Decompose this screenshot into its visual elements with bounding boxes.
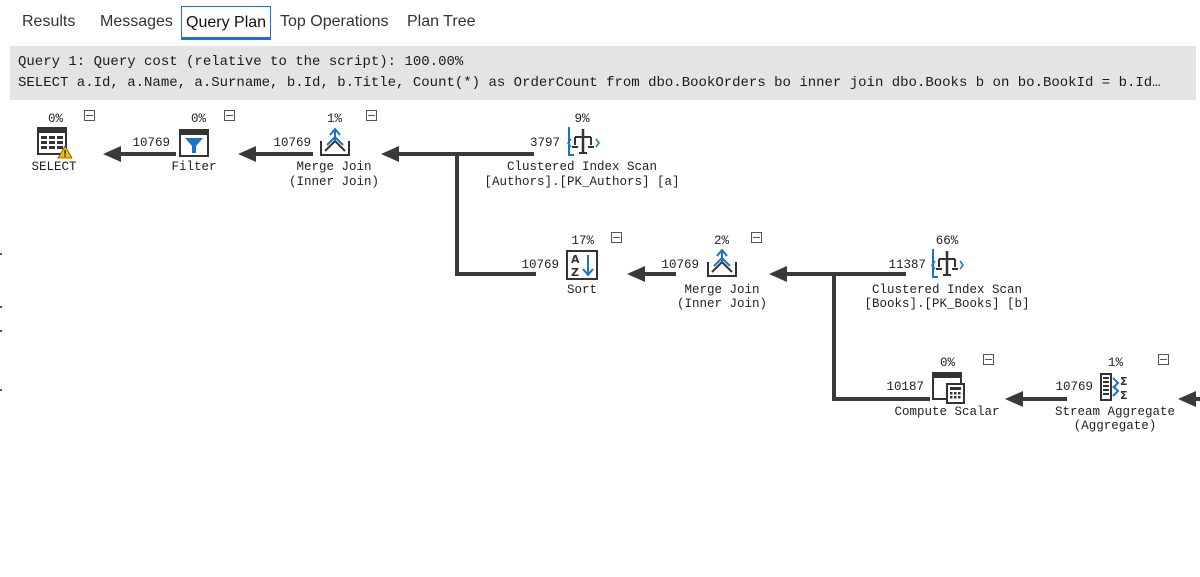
arrow-left-icon — [769, 266, 787, 282]
sort-az-icon: A Z — [566, 250, 598, 280]
table-warning-icon — [37, 127, 73, 159]
node-subtitle: [Books].[PK_Books] [b] — [864, 297, 1030, 311]
node-name: Sort — [566, 283, 598, 297]
result-tabs: Results Messages Query Plan Top Operatio… — [0, 0, 1200, 44]
cost-percent: 17% — [571, 234, 594, 248]
node-name: Clustered Index Scan — [871, 283, 1023, 297]
cost-percent: 9% — [574, 112, 590, 126]
compute-scalar-icon — [932, 372, 965, 404]
row-count: 10769 — [661, 258, 699, 272]
collapse-icon[interactable] — [1158, 354, 1169, 365]
connector-line — [455, 272, 536, 276]
edge-mark — [0, 253, 2, 255]
node-subtitle: (Aggregate) — [1073, 419, 1157, 433]
collapse-icon[interactable] — [366, 110, 377, 121]
svg-text:A: A — [571, 253, 580, 266]
cost-percent: 0% — [47, 112, 63, 126]
arrow-left-icon — [627, 266, 645, 282]
query-sql-text: SELECT a.Id, a.Name, a.Surname, b.Id, b.… — [18, 75, 1161, 91]
connector-line — [1022, 397, 1067, 401]
row-count: 10769 — [273, 136, 311, 150]
node-name: Stream Aggregate — [1054, 405, 1176, 419]
connector-line — [120, 152, 176, 156]
clustered-index-scan-icon — [931, 249, 964, 278]
node-name: Clustered Index Scan — [506, 160, 658, 174]
arrow-left-icon — [1178, 391, 1196, 407]
collapse-icon[interactable] — [983, 354, 994, 365]
query-cost-text: Query 1: Query cost (relative to the scr… — [18, 54, 464, 70]
node-name: SELECT — [31, 160, 77, 174]
edge-mark — [0, 389, 2, 391]
row-count: 10769 — [132, 136, 170, 150]
row-count: 10769 — [1055, 380, 1093, 394]
tab-results[interactable]: Results — [22, 13, 76, 30]
tab-plan-tree[interactable]: Plan Tree — [407, 13, 476, 30]
arrow-left-icon — [103, 146, 121, 162]
node-name: Merge Join — [296, 160, 372, 174]
connector-line — [832, 272, 836, 401]
collapse-icon[interactable] — [611, 232, 622, 243]
edge-mark — [0, 306, 2, 308]
arrow-left-icon — [238, 146, 256, 162]
stream-aggregate-icon: Σ Σ — [1100, 373, 1128, 402]
cost-percent: 1% — [1107, 356, 1123, 370]
row-count: 3797 — [529, 136, 560, 150]
collapse-icon[interactable] — [224, 110, 235, 121]
connector-line — [255, 152, 313, 156]
node-subtitle: (Inner Join) — [676, 297, 768, 311]
connector-line — [786, 272, 906, 276]
connector-line — [644, 272, 676, 276]
cost-percent: 0% — [190, 112, 206, 126]
clustered-index-scan-icon — [567, 127, 600, 156]
row-count: 10187 — [886, 380, 924, 394]
node-name: Filter — [171, 160, 217, 174]
connector-line — [1195, 397, 1200, 401]
connector-line — [832, 397, 930, 401]
node-name: Compute Scalar — [894, 405, 1000, 419]
cost-percent: 1% — [326, 112, 342, 126]
tab-messages[interactable]: Messages — [100, 13, 173, 30]
arrow-left-icon — [381, 146, 399, 162]
cost-percent: 0% — [939, 356, 955, 370]
cost-percent: 2% — [713, 234, 729, 248]
connector-line — [398, 152, 534, 156]
collapse-icon[interactable] — [751, 232, 762, 243]
filter-icon — [179, 129, 209, 157]
edge-mark — [0, 330, 2, 332]
tab-query-plan[interactable]: Query Plan — [181, 6, 272, 40]
node-name: Merge Join — [684, 283, 760, 297]
row-count: 10769 — [521, 258, 559, 272]
node-subtitle: (Inner Join) — [288, 175, 380, 189]
node-subtitle: [Authors].[PK_Authors] [a] — [484, 175, 680, 189]
svg-text:Σ: Σ — [1120, 389, 1128, 402]
svg-text:Σ: Σ — [1120, 375, 1128, 388]
row-count: 11387 — [888, 258, 926, 272]
arrow-left-icon — [1005, 391, 1023, 407]
svg-text:Z: Z — [571, 266, 579, 279]
merge-join-icon — [707, 248, 737, 277]
cost-percent: 66% — [935, 234, 959, 248]
tab-top-operations[interactable]: Top Operations — [280, 13, 389, 30]
query-header: Query 1: Query cost (relative to the scr… — [10, 46, 1196, 100]
collapse-icon[interactable] — [84, 110, 95, 121]
merge-join-icon — [320, 127, 350, 156]
connector-line — [455, 152, 459, 276]
